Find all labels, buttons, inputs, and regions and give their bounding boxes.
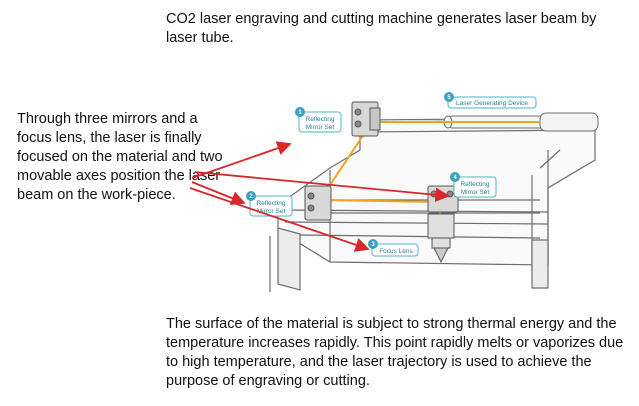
mirror-set-2 [304,185,332,221]
svg-text:1: 1 [298,110,302,116]
callout-2: 2 Reflecting Mirror Set [246,191,293,217]
focus-lens-head [427,213,455,264]
callout-3: 3 Focus Lens [368,239,419,257]
pointer-arrows [189,141,450,252]
svg-text:3: 3 [371,242,375,248]
svg-text:5: 5 [447,95,451,101]
svg-text:Mirror Set: Mirror Set [306,124,335,131]
caption-mirrors-focus: Through three mirrors and a focus lens, … [17,111,223,203]
svg-text:Reflecting: Reflecting [306,116,335,123]
svg-text:Focus Lens: Focus Lens [379,248,413,255]
svg-text:Mirror Set: Mirror Set [461,189,490,196]
mirror-set-1 [351,101,381,137]
svg-text:Laser Generating Device: Laser Generating Device [456,100,528,107]
caption-laser-tube: CO2 laser engraving and cutting machine … [166,11,597,46]
arrow-to-mirror-4 [194,171,450,202]
svg-text:Reflecting: Reflecting [461,181,490,188]
svg-text:Mirror Set: Mirror Set [257,208,286,215]
svg-text:Reflecting: Reflecting [257,200,286,207]
callout-1: 1 Reflecting Mirror Set [295,107,342,133]
svg-text:2: 2 [249,194,253,200]
arrow-to-mirror-1 [191,141,292,179]
arrow-to-mirror-2 [191,181,246,205]
caption-thermal-process: The surface of the material is subject t… [166,316,624,389]
arrow-to-focus-lens [189,187,370,252]
svg-text:4: 4 [453,175,457,181]
callout-4: 4 Reflecting Mirror Set [450,172,497,198]
callout-5: 5 Laser Generating Device [444,92,537,109]
